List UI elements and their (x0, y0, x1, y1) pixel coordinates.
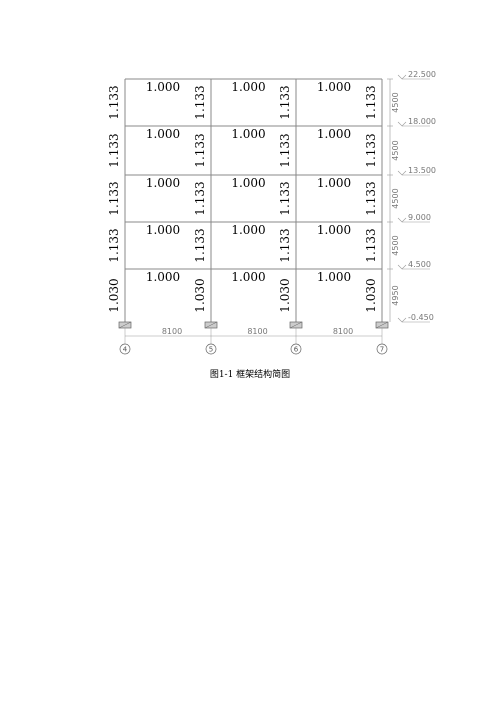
beam-stiffness-label: 1.000 (231, 127, 265, 141)
elevation-label: 13.500 (408, 166, 436, 175)
axis-bubble (290, 343, 302, 355)
beam-stiffness-label: 1.000 (146, 223, 180, 237)
beam-stiffness-label: 1.000 (231, 176, 265, 190)
column-stiffness-label: 1.133 (107, 85, 121, 119)
column-stiffness-label: 1.133 (278, 181, 292, 215)
column-stiffness-label: 1.133 (278, 133, 292, 167)
support-hatch (289, 321, 303, 329)
column-stiffness-label: 1.133 (364, 181, 378, 215)
beam-stiffness-label: 1.000 (317, 176, 351, 190)
frame-lines (124, 78, 383, 322)
elevation-arrow (397, 170, 407, 176)
story-height-label: 4500 (391, 235, 400, 255)
story-height-label: 4500 (391, 140, 400, 160)
beam-stiffness-label: 1.000 (231, 223, 265, 237)
elevation-markers: 22.500 18.000 13.500 9.000 4.500 -0.450 (397, 70, 436, 323)
elevation-arrow (397, 264, 407, 270)
elevation-label: -0.450 (408, 313, 434, 322)
column-stiffness-label: 1.133 (107, 228, 121, 262)
beam-stiffness-label: 1.000 (231, 270, 265, 284)
elevation-label: 18.000 (408, 117, 436, 126)
column-stiffness-label: 1.133 (107, 133, 121, 167)
column-stiffness-label: 1.133 (193, 85, 207, 119)
elevation-label: 9.000 (408, 213, 431, 222)
column-stiffness-label: 1.133 (278, 228, 292, 262)
support-hatch (118, 321, 132, 329)
beam-stiffness-label: 1.000 (317, 80, 351, 94)
elevation-label: 4.500 (408, 260, 431, 269)
bay-dimension-label: 8100 (333, 327, 353, 336)
column-stiffness-label: 1.030 (278, 278, 292, 312)
axis-bubble (376, 343, 388, 355)
elevation-arrow (397, 217, 407, 223)
column-stiffness-label: 1.133 (193, 181, 207, 215)
axis-label: 5 (209, 346, 213, 354)
elevation-arrow (397, 121, 407, 127)
beam-stiffness-label: 1.000 (231, 80, 265, 94)
elevation-label: 22.500 (408, 70, 436, 79)
story-height-label: 4950 (391, 285, 400, 305)
beam-stiffness-label: 1.000 (146, 270, 180, 284)
column-stiffness-label: 1.133 (193, 133, 207, 167)
beam-stiffness-label: 1.000 (317, 270, 351, 284)
beam-stiffness-label: 1.000 (146, 80, 180, 94)
column-stiffness-label: 1.030 (107, 278, 121, 312)
beam-stiffness-label: 1.000 (317, 223, 351, 237)
column-labels: 1.133 1.133 1.133 1.133 1.133 1.133 1.133 1.133… (107, 85, 378, 312)
beam-stiffness-label: 1.000 (146, 127, 180, 141)
beam-stiffness-label: 1.000 (146, 176, 180, 190)
figure-caption: 图1-1 框架结构简图 (210, 368, 290, 380)
bay-dimension-label: 8100 (247, 327, 267, 336)
column-stiffness-label: 1.133 (364, 133, 378, 167)
elevation-arrow (397, 74, 407, 80)
axis-label: 4 (123, 346, 128, 354)
story-height-label: 4500 (391, 92, 400, 112)
elevation-arrow (397, 317, 407, 323)
column-stiffness-label: 1.133 (364, 228, 378, 262)
axis-label: 6 (294, 346, 299, 354)
column-stiffness-label: 1.030 (193, 278, 207, 312)
beam-stiffness-label: 1.000 (317, 127, 351, 141)
axis-bubble (119, 343, 131, 355)
column-stiffness-label: 1.133 (278, 85, 292, 119)
axis-bubbles: 4 5 6 7 (119, 328, 388, 355)
beam-labels: 1.000 1.000 1.000 1.000 1.000 1.000 1.000 1.000… (146, 80, 351, 284)
column-stiffness-label: 1.133 (107, 181, 121, 215)
column-stiffness-label: 1.133 (364, 85, 378, 119)
axis-bubble (205, 343, 217, 355)
story-height-label: 4500 (391, 188, 400, 208)
support-hatch (204, 321, 218, 329)
supports (118, 321, 389, 329)
axis-label: 7 (380, 346, 384, 354)
column-stiffness-label: 1.030 (364, 278, 378, 312)
support-hatch (375, 321, 389, 329)
bay-dimension-label: 8100 (162, 327, 182, 336)
column-stiffness-label: 1.133 (193, 228, 207, 262)
dimension-lines: 4500 4500 4500 4500 4950 8100 8100 8100 (125, 78, 400, 337)
